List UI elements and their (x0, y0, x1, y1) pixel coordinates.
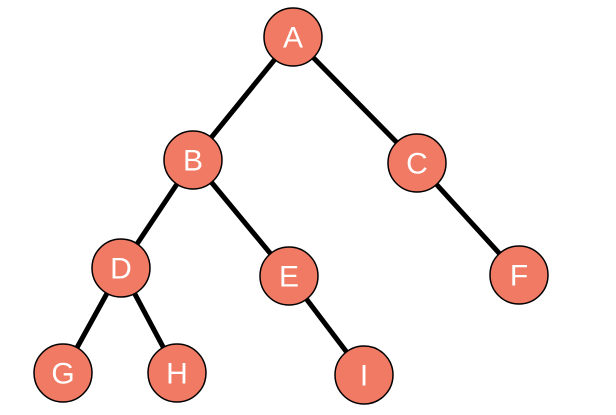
node-b: B (163, 130, 223, 190)
node-circle (334, 345, 394, 405)
node-c: C (387, 133, 447, 193)
node-a: A (263, 7, 323, 67)
node-circle (147, 343, 207, 403)
node-label: A (283, 22, 303, 55)
node-label: E (279, 261, 299, 294)
edges-layer (60, 35, 521, 377)
node-label: H (166, 358, 188, 391)
node-circle (387, 133, 447, 193)
nodes-layer: A B C D E F G H I (33, 7, 549, 405)
node-label: D (110, 253, 132, 286)
node-g: G (33, 343, 93, 403)
node-d: D (91, 238, 151, 298)
node-i: I (334, 345, 394, 405)
node-f: F (489, 245, 549, 305)
node-circle (259, 246, 319, 306)
node-circle (263, 7, 323, 67)
node-circle (33, 343, 93, 403)
node-circle (489, 245, 549, 305)
node-label: G (51, 358, 74, 391)
node-label: F (510, 260, 528, 293)
node-circle (163, 130, 223, 190)
node-label: B (183, 145, 203, 178)
node-e: E (259, 246, 319, 306)
node-circle (91, 238, 151, 298)
node-h: H (147, 343, 207, 403)
node-label: C (406, 148, 428, 181)
node-label: I (360, 360, 368, 393)
